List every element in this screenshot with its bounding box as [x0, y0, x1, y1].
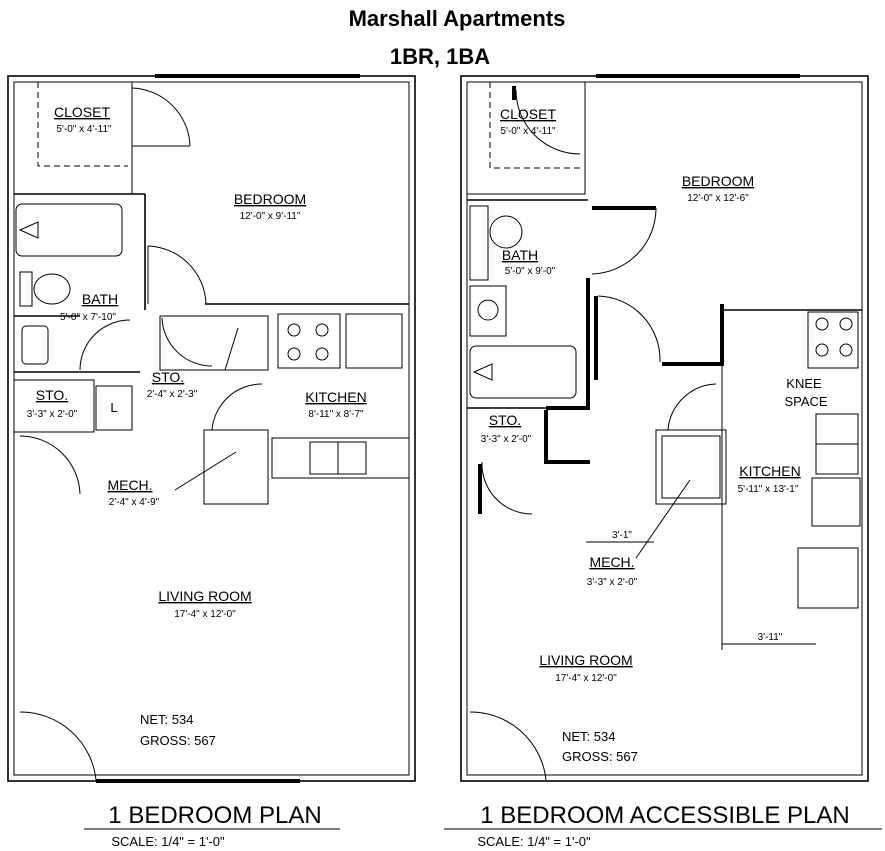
right-bath-sink — [469, 285, 507, 337]
right-closet-dim: 5'-0" x 4'-11" — [500, 126, 556, 137]
left-front-door-swing — [19, 711, 97, 781]
left-bath-label: BATH — [82, 291, 118, 307]
left-bedroom-door-swing — [147, 245, 207, 305]
right-closet-label: CLOSET — [500, 106, 556, 122]
right-knee-space-line1: KNEE — [786, 376, 822, 391]
right-knee-space-line2: SPACE — [784, 394, 827, 409]
left-closet-label: CLOSET — [54, 104, 110, 120]
right-gross-area: GROSS: 567 — [562, 749, 638, 764]
right-living-dim: 17'-4" x 12'-0" — [555, 673, 617, 684]
left-closet-wall — [13, 81, 133, 195]
page-title: Marshall Apartments — [349, 6, 566, 31]
left-plan-name: 1 BEDROOM PLAN — [108, 802, 321, 829]
right-bedroom-label: BEDROOM — [682, 173, 754, 189]
right-plan-scale: SCALE: 1/4" = 1'-0" — [477, 834, 591, 849]
right-outer-wall — [460, 75, 869, 782]
left-inner-wall — [13, 81, 410, 776]
right-bath-label: BATH — [502, 247, 538, 263]
right-dim-a: 3'-1" — [612, 530, 632, 541]
right-kitchen-label: KITCHEN — [739, 463, 800, 479]
left-bath-door-swing — [79, 319, 131, 371]
left-living-dim: 17'-4" x 12'-0" — [174, 609, 236, 620]
left-laundry — [95, 385, 133, 431]
left-plan-scale: SCALE: 1/4" = 1'-0" — [111, 834, 225, 849]
left-bedroom-label: BEDROOM — [234, 191, 306, 207]
right-bedroom-dim: 12'-0" x 12'-6" — [687, 193, 749, 204]
right-closet-door-swing — [515, 89, 581, 155]
right-mech-dim: 3'-3" x 2'-0" — [587, 577, 638, 588]
right-plan-name: 1 BEDROOM ACCESSIBLE PLAN — [480, 802, 849, 829]
left-bathtub — [15, 203, 123, 257]
left-mech-label: MECH. — [107, 477, 152, 493]
right-sto-dim: 3'-3" x 2'-0" — [481, 434, 532, 445]
page-subtitle: 1BR, 1BA — [390, 44, 490, 69]
left-mech — [203, 429, 269, 505]
right-closet-wall — [466, 81, 586, 195]
left-net-area: NET: 534 — [140, 712, 193, 727]
left-mech-dim: 2'-4" x 4'-9" — [109, 497, 160, 508]
left-sto-small-label: STO. — [152, 369, 184, 385]
left-closet-door-swing — [131, 87, 191, 147]
left-refrigerator — [345, 313, 403, 369]
right-mech — [655, 429, 727, 505]
right-kitchen-dim: 5'-11" x 13'-1" — [738, 484, 799, 495]
right-bath-dim: 5'-0" x 9'-0" — [505, 266, 556, 277]
left-bath-sink — [21, 325, 49, 365]
left-sto-label: STO. — [36, 387, 68, 403]
left-outer-wall — [7, 75, 416, 782]
left-plan: CLOSET 5'-0" x 4'-11" BEDROOM 12'-0" x 9… — [7, 74, 416, 849]
left-bedroom-dim: 12'-0" x 9'-11" — [240, 211, 301, 222]
left-sto-dim: 3'-3" x 2'-0" — [27, 409, 78, 420]
left-kitchen-label: KITCHEN — [305, 389, 366, 405]
left-counter — [271, 437, 410, 479]
left-living-label: LIVING ROOM — [158, 588, 251, 604]
right-plan: CLOSET 5'-0" x 4'-11" BEDROOM 12'-0" x 1… — [444, 74, 882, 849]
right-living-label: LIVING ROOM — [539, 652, 632, 668]
right-net-area: NET: 534 — [562, 729, 615, 744]
right-inner-wall — [466, 81, 863, 776]
right-refrigerator — [797, 547, 859, 609]
left-closet-dim: 5'-0" x 4'-11" — [56, 124, 112, 135]
left-gross-area: GROSS: 567 — [140, 733, 216, 748]
left-toilet — [33, 273, 71, 305]
left-stove — [277, 313, 341, 369]
left-bath-dim: 5'-0" x 7'-10" — [60, 312, 116, 323]
left-sto-small-dim: 2'-4" x 2'-3" — [147, 389, 198, 400]
right-toilet — [489, 215, 523, 249]
left-sto — [13, 379, 95, 433]
left-sto-small — [159, 315, 269, 371]
right-dim-b: 3'-11" — [758, 632, 783, 643]
left-kitchen-dim: 8'-11" x 8'-7" — [308, 409, 364, 420]
right-sto-label: STO. — [489, 412, 521, 428]
left-laundry-mark: L — [110, 400, 117, 415]
right-bedroom-door-swing — [591, 207, 657, 275]
left-closet-shelf — [37, 82, 128, 167]
right-bathtub — [469, 345, 577, 399]
right-mech-label: MECH. — [589, 554, 634, 570]
